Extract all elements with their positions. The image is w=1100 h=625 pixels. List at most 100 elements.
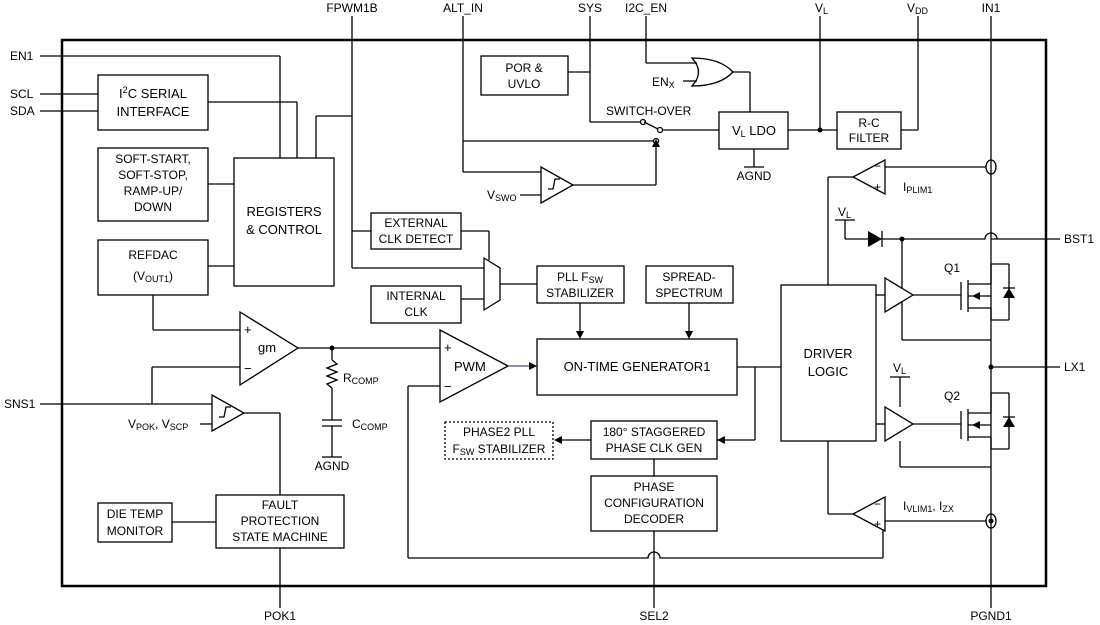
pin-i2c-en: I2C_EN (625, 1, 667, 15)
svg-text:VL: VL (838, 205, 851, 220)
pll-label: PLL F (557, 270, 589, 284)
refdac-label-2-sub: OUT1 (145, 274, 169, 284)
vl-bst-label: V (838, 205, 846, 219)
stag-label-1: 180° STAGGERED (603, 425, 706, 439)
vpok-sub: POK (136, 422, 155, 432)
q1-mosfet (960, 263, 1015, 321)
left-block-wires (152, 101, 352, 331)
refdac-label-2-post: ) (169, 269, 173, 283)
ccomp-capacitor (322, 419, 342, 458)
spread-label-1: SPREAD- (662, 270, 715, 284)
int-clk-label-1: INTERNAL (386, 289, 446, 303)
pll-sub: SW (589, 275, 604, 285)
phase-configuration-decoder-block (590, 475, 718, 532)
registers-label-2: & CONTROL (246, 222, 322, 237)
on-time-label: ON-TIME GENERATOR1 (564, 359, 711, 374)
refdac-label-1: REFDAC (128, 248, 178, 262)
iplim-minus: − (874, 159, 881, 173)
softstart-label-1: SOFT-START, (115, 152, 191, 166)
pin-vl: V (815, 1, 823, 15)
vl-ldo-post: LDO (746, 123, 776, 138)
pin-sel2: SEL2 (639, 609, 669, 623)
vscp-sub: SCP (170, 422, 189, 432)
fault-label-3: STATE MACHINE (232, 530, 328, 544)
driver-logic-block (780, 284, 877, 442)
spread-label-2: SPECTRUM (655, 286, 722, 300)
rc-filter-label-2: FILTER (849, 131, 890, 145)
ccomp-label: C (352, 417, 361, 431)
ivlim-sub: VLIM1 (906, 504, 932, 514)
softstart-block (97, 147, 209, 222)
pin-pok1: POK1 (264, 609, 296, 623)
or-gate (690, 57, 734, 87)
pin-fpwm1b: FPWM1B (326, 1, 377, 15)
high-side-driver (884, 276, 915, 314)
vl-bst-sub: L (846, 210, 851, 220)
svg-text:VL: VL (893, 361, 906, 376)
pwm-plus: + (444, 340, 452, 355)
iplim-plus: + (874, 180, 881, 194)
q1-label: Q1 (944, 261, 960, 275)
on-time-generator-block (536, 338, 738, 396)
pin-scl: SCL (10, 87, 34, 101)
softstart-label-3: RAMP-UP/ (124, 184, 183, 198)
svg-text:VDD: VDD (907, 1, 929, 16)
phase2-label-2-post: STABILIZER (474, 442, 545, 456)
rcomp-resistor (325, 348, 339, 420)
fault-label-1: FAULT (262, 498, 299, 512)
current-sense-top (985, 159, 997, 175)
pin-sys: SYS (578, 1, 602, 15)
vl-drv-label: V (893, 361, 901, 375)
pwm-comparator (439, 328, 510, 404)
pin-alt-in: ALT_IN (443, 1, 483, 15)
i2c-serial-interface-block (97, 74, 209, 131)
softstart-label-4: DOWN (134, 200, 172, 214)
rcomp-sub: COMP (352, 376, 379, 386)
switch-over-switch (463, 108, 719, 147)
ccomp-sub: COMP (361, 422, 388, 432)
i2c-serial-label-post: C SERIAL (128, 86, 187, 101)
driver-label-2: LOGIC (808, 364, 848, 379)
svg-text:(VOUT1): (VOUT1) (133, 269, 173, 284)
enx-sub: X (669, 80, 675, 90)
svg-text:ENX: ENX (652, 75, 675, 90)
rc-filter-label-1: R-C (858, 116, 880, 130)
int-clk-label-2: CLK (404, 305, 427, 319)
enx-label: EN (652, 75, 669, 89)
vpok-label: V (128, 417, 136, 431)
pin-lx1: LX1 (1064, 360, 1086, 374)
pin-vl-sub: L (823, 6, 828, 16)
vl-ldo-sub: L (741, 129, 746, 139)
iplim-label: I (903, 180, 906, 194)
chip-boundary (60, 38, 1048, 588)
svg-text:FSW STABILIZER: FSW STABILIZER (453, 442, 546, 457)
refdac-block (97, 239, 209, 296)
phase2-pll-block (444, 421, 554, 460)
gm-amplifier (239, 310, 300, 387)
por-label-2: UVLO (508, 77, 541, 91)
pin-en1: EN1 (10, 49, 34, 63)
ivlim-label: I (903, 499, 906, 513)
pin-in1: IN1 (982, 1, 1001, 15)
pin-sns1: SNS1 (4, 397, 36, 411)
dietemp-label-2: MONITOR (107, 524, 164, 538)
izx-sub: ZX (942, 504, 954, 514)
i2c-serial-label-sup: 2 (123, 85, 128, 95)
rcomp-label: R (343, 371, 352, 385)
pin-vdd-sub: DD (915, 6, 928, 16)
svg-text:IVLIM1, IZX: IVLIM1, IZX (903, 499, 954, 514)
pin-bst1: BST1 (1064, 232, 1094, 246)
switch-over-label: SWITCH-OVER (606, 104, 692, 118)
phasecfg-label-1: PHASE (634, 480, 675, 494)
ivlim-minus: − (874, 497, 881, 511)
vl-ldo-label: V (732, 123, 741, 138)
svg-text:PLL FSW: PLL FSW (557, 270, 604, 285)
current-sense-bottom (985, 513, 997, 529)
vswo-sub: SWO (495, 193, 517, 203)
stag-label-2: PHASE CLK GEN (606, 441, 703, 455)
svg-text:CCOMP: CCOMP (352, 417, 388, 432)
izx-sep: , I (932, 499, 942, 513)
driver-label-1: DRIVER (803, 346, 852, 361)
refdac-label-2-pre: (V (133, 269, 145, 283)
